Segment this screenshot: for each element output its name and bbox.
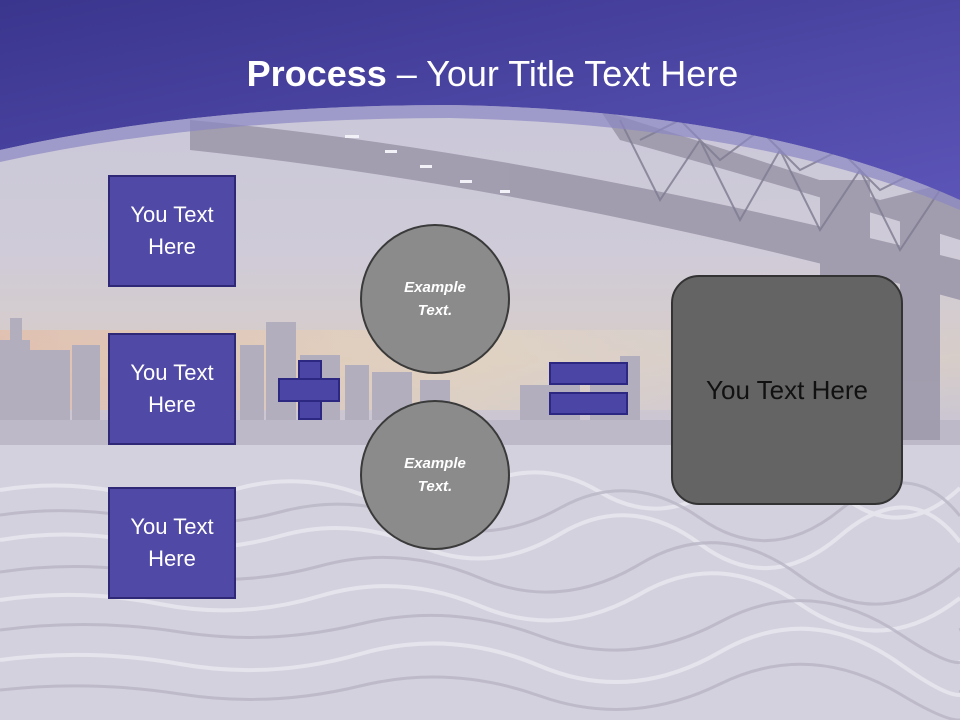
text-box-2[interactable]: You Text Here xyxy=(108,333,236,445)
text-box-3[interactable]: You Text Here xyxy=(108,487,236,599)
example-circle-1[interactable]: Example Text. xyxy=(360,224,510,374)
title-rest: – Your Title Text Here xyxy=(386,53,739,94)
example-circle-2[interactable]: Example Text. xyxy=(360,400,510,550)
result-box-label: You Text Here xyxy=(706,374,868,405)
example-circle-1-label: Example Text. xyxy=(404,279,466,319)
text-box-2-label: You Text Here xyxy=(130,360,214,417)
text-box-1-label: You Text Here xyxy=(130,202,214,259)
text-box-1[interactable]: You Text Here xyxy=(108,175,236,287)
slide-title: Process – Your Title Text Here xyxy=(0,50,960,98)
result-box[interactable]: You Text Here xyxy=(671,275,903,505)
title-bold: Process xyxy=(246,53,387,94)
text-box-3-label: You Text Here xyxy=(130,514,214,571)
example-circle-2-label: Example Text. xyxy=(404,455,466,495)
